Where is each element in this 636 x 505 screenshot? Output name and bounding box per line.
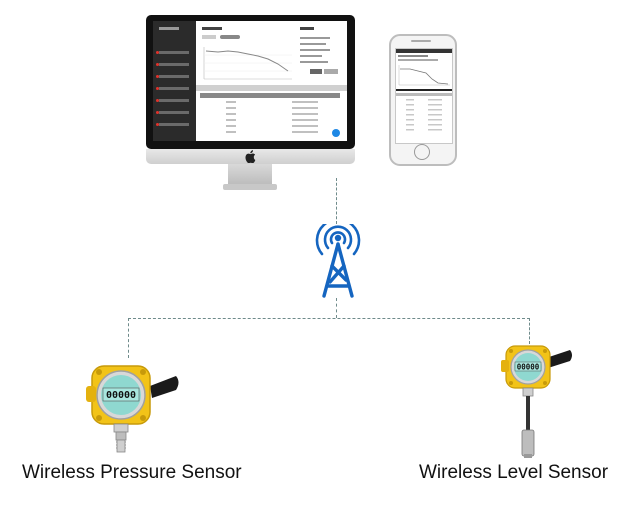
smartphone-screen (395, 48, 453, 144)
phone-speaker (411, 40, 431, 42)
computer-stand-base (223, 184, 277, 190)
pressure-sensor-icon: 00000 (86, 365, 179, 453)
link-bus-horizontal (128, 318, 530, 319)
computer-stand (228, 164, 272, 184)
phone-home-button (414, 144, 430, 160)
link-computer-tower (336, 178, 337, 224)
dashboard-content (196, 21, 347, 141)
level-lcd-digits: 00000 (517, 363, 540, 372)
link-to-pressure-sensor (128, 318, 129, 358)
pressure-sensor-label: Wireless Pressure Sensor (22, 462, 242, 483)
phone-app-content (396, 49, 452, 131)
level-sensor-label: Wireless Level Sensor (419, 462, 609, 483)
level-sensor-icon: 00000 (501, 345, 572, 458)
pressure-lcd-digits: 00000 (106, 390, 136, 401)
dashboard-sidebar (153, 21, 196, 141)
wireless-tower-icon (315, 224, 361, 298)
computer-dashboard-screen (153, 21, 347, 141)
apple-logo-icon (245, 150, 256, 163)
link-to-level-sensor (529, 318, 530, 344)
link-tower-bus (336, 298, 337, 318)
